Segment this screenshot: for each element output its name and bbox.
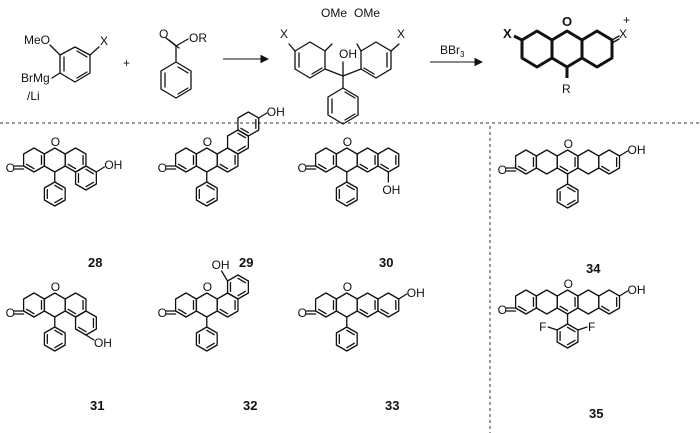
plus-sign: + [123,56,130,70]
carbonyl-oxygen-label: O [159,27,168,41]
compound-structure-31: O O OH [6,280,112,352]
fluorine-left: F [539,320,546,334]
hydroxyl: OH [267,105,285,119]
hydroxyl: OH [407,286,425,300]
ring-oxygen: O [203,280,212,294]
compound-label-31: 31 [90,398,104,413]
reactant-aryl-grignard: MeO X BrMg /Li [21,33,108,103]
hydroxyl: OH [382,183,400,197]
carbonyl-oxygen: O [6,161,15,175]
reaction-arrow-2-group: BBr3 [430,43,484,67]
carbonyl-oxygen: O [298,161,307,175]
intermediate-ome-left: OMe [321,6,347,20]
ring-oxygen: O [343,135,352,149]
ring-oxygen: O [564,137,573,151]
compound-structure-34: O O OH [498,137,646,209]
ring-oxygen: O [203,135,212,149]
compound-label-30: 30 [379,255,393,270]
hydroxyl: OH [104,158,122,172]
carbonyl-oxygen: O [498,303,507,317]
intermediate-x-right: X [397,27,405,41]
metal-label-brmg: BrMg [21,71,50,85]
product-r-group: R [562,82,571,96]
intermediate-ome-right: OMe [354,6,380,20]
compound-label-29: 29 [239,255,253,270]
compound-structure-33: O O OH [298,280,425,352]
ester-or-label: OR [189,31,207,45]
product-x-right: X [619,27,627,41]
compound-label-32: 32 [243,398,257,413]
compound-label-33: 33 [385,398,399,413]
ring-oxygen: O [564,277,573,291]
metal-label-li: /Li [27,89,40,103]
hydroxyl: OH [94,336,112,350]
carbonyl-oxygen: O [498,163,507,177]
product-positive-charge: + [623,13,630,27]
methoxy-label: MeO [24,33,50,47]
ring-oxygen: O [51,135,60,149]
compound-label-34: 34 [586,261,601,276]
reactant-benzoate-ester: O OR [159,27,207,99]
intermediate-oh: OH [339,47,357,61]
compound-structure-29: O O OH [158,105,285,207]
carbonyl-oxygen: O [6,306,15,320]
hydroxyl: OH [628,283,646,297]
product-xanthene-dye: O X X + R [503,13,630,96]
x-substituent-label: X [100,34,108,48]
compound-structure-35: O O OH F F [498,277,646,349]
fluorine-right: F [588,320,595,334]
compound-label-35: 35 [589,406,603,421]
reagent-bbr3: BBr3 [440,43,465,59]
compound-structure-28: O O OH [6,135,122,207]
carbonyl-oxygen: O [158,306,167,320]
product-ring-oxygen: O [562,14,572,29]
benzene-ring [59,46,91,83]
carbonyl-oxygen: O [158,161,167,175]
ring-oxygen: O [343,280,352,294]
hydroxyl: OH [628,143,646,157]
carbonyl-oxygen: O [298,306,307,320]
compound-label-28: 28 [88,255,102,270]
product-x-left: X [503,26,512,41]
intermediate-x-left: X [280,27,288,41]
compound-structure-30: O O OH [298,135,400,207]
ring-oxygen: O [51,280,60,294]
intermediate-triarylcarbinol: X OMe X OMe OH [280,6,405,125]
hydroxyl: OH [212,258,230,272]
